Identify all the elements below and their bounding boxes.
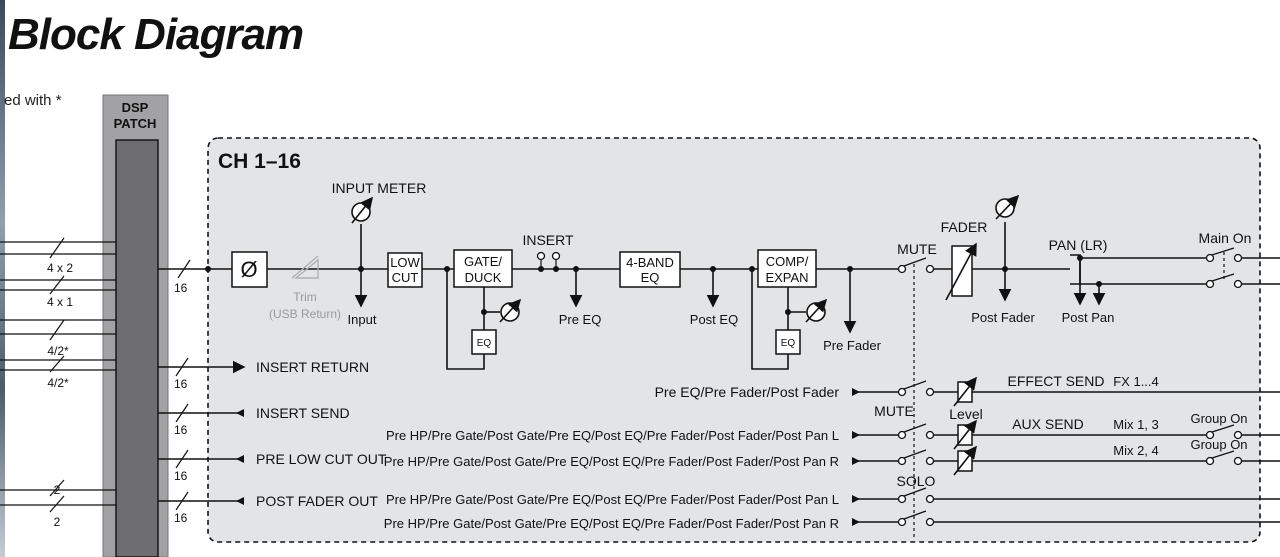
- bus-count-insert-send: 16: [174, 423, 188, 437]
- post-fader-meter-icon: [995, 198, 1015, 218]
- pre-fader-tap-label: Pre Fader: [823, 338, 881, 353]
- gate-line2: DUCK: [465, 270, 502, 285]
- gate-line1: GATE/: [464, 254, 502, 269]
- left-label-2-b: 2: [54, 515, 61, 529]
- comp-line1: COMP/: [766, 254, 809, 269]
- send-mute-label: MUTE: [874, 403, 914, 419]
- comp-eq-label: EQ: [781, 338, 796, 349]
- main-signal-path: [158, 259, 1070, 279]
- group-on-2-label: Group On: [1190, 437, 1247, 452]
- trim-sub-label: (USB Return): [269, 307, 341, 321]
- comp-line2: EXPAN: [765, 270, 808, 285]
- pan-label: PAN (LR): [1049, 237, 1108, 253]
- bus-count-main: 16: [174, 281, 188, 295]
- mix13-label: Mix 1, 3: [1113, 417, 1159, 432]
- comp-eq-block: [775, 329, 801, 355]
- trim-control: [291, 255, 319, 279]
- left-label-4x2: 4 x 2: [47, 261, 73, 275]
- bus-count-pre-low-cut: 16: [174, 469, 188, 483]
- gate-eq-block: [471, 329, 497, 355]
- page-title: Block Diagram: [8, 10, 304, 59]
- four-band-eq-block: [619, 251, 681, 288]
- gate-eq-label: EQ: [477, 338, 492, 349]
- left-label-2-a: 2: [54, 483, 61, 497]
- left-input-lines: [0, 237, 116, 513]
- left-label-4x1: 4 x 1: [47, 295, 73, 309]
- dsp-patch-inner: [115, 139, 159, 557]
- main-on-label: Main On: [1199, 230, 1252, 246]
- input-tap-label: Input: [348, 312, 377, 327]
- insert-send-label: INSERT SEND: [256, 405, 350, 421]
- fader-label: FADER: [941, 219, 988, 235]
- bus-count-insert-return: 16: [174, 377, 188, 391]
- note-fragment: ed with *: [4, 92, 62, 109]
- background-edge-strip: [0, 0, 5, 557]
- post-pan-tap-label: Post Pan: [1062, 310, 1115, 325]
- eq-line2: EQ: [641, 270, 660, 285]
- channel-label: CH 1–16: [218, 150, 301, 173]
- bus-count-post-fader: 16: [174, 511, 188, 525]
- eq-line1: 4-BAND: [626, 255, 674, 270]
- aux-source-l-label: Pre HP/Pre Gate/Post Gate/Pre EQ/Post EQ…: [386, 428, 839, 443]
- post-eq-tap-label: Post EQ: [690, 312, 738, 327]
- gate-duck-block: [453, 249, 513, 288]
- phase-symbol: Ø: [240, 257, 257, 282]
- comp-expan-block: [757, 249, 817, 288]
- solo-label: SOLO: [897, 473, 936, 489]
- effect-source-label: Pre EQ/Pre Fader/Post Fader: [655, 384, 840, 400]
- channel-region: [207, 137, 1261, 543]
- pre-eq-tap-label: Pre EQ: [559, 312, 602, 327]
- aux-source-r-label: Pre HP/Pre Gate/Post Gate/Pre EQ/Post EQ…: [384, 454, 839, 469]
- left-label-4-2-b: 4/2*: [47, 376, 69, 390]
- mix24-label: Mix 2, 4: [1113, 443, 1159, 458]
- low-cut-line2: CUT: [392, 270, 419, 285]
- group-on-1-label: Group On: [1190, 411, 1247, 426]
- effect-send-label: EFFECT SEND: [1008, 373, 1105, 389]
- low-cut-line1: LOW: [390, 255, 420, 270]
- input-meter-label: INPUT METER: [332, 180, 427, 196]
- post-fader-out-label: POST FADER OUT: [256, 493, 378, 509]
- fx-label: FX 1...4: [1113, 374, 1159, 389]
- level-label: Level: [949, 406, 982, 422]
- dsp-patch-label-1: DSP: [122, 100, 149, 115]
- solo-source-l-label: Pre HP/Pre Gate/Post Gate/Pre EQ/Post EQ…: [386, 492, 839, 507]
- pre-low-cut-out-label: PRE LOW CUT OUT: [256, 451, 387, 467]
- trim-label: Trim: [293, 290, 317, 304]
- solo-source-r-label: Pre HP/Pre Gate/Post Gate/Pre EQ/Post EQ…: [384, 516, 839, 531]
- mute-label: MUTE: [897, 241, 937, 257]
- io-lines: [158, 357, 246, 511]
- left-label-4-2-a: 4/2*: [47, 344, 69, 358]
- post-fader-tap-label: Post Fader: [971, 310, 1035, 325]
- aux-send-label: AUX SEND: [1012, 416, 1084, 432]
- insert-label: INSERT: [522, 232, 574, 248]
- phase-block: [231, 251, 268, 288]
- dsp-patch-label-2: PATCH: [114, 116, 157, 131]
- low-cut-block: [387, 252, 423, 288]
- insert-return-label: INSERT RETURN: [256, 359, 369, 375]
